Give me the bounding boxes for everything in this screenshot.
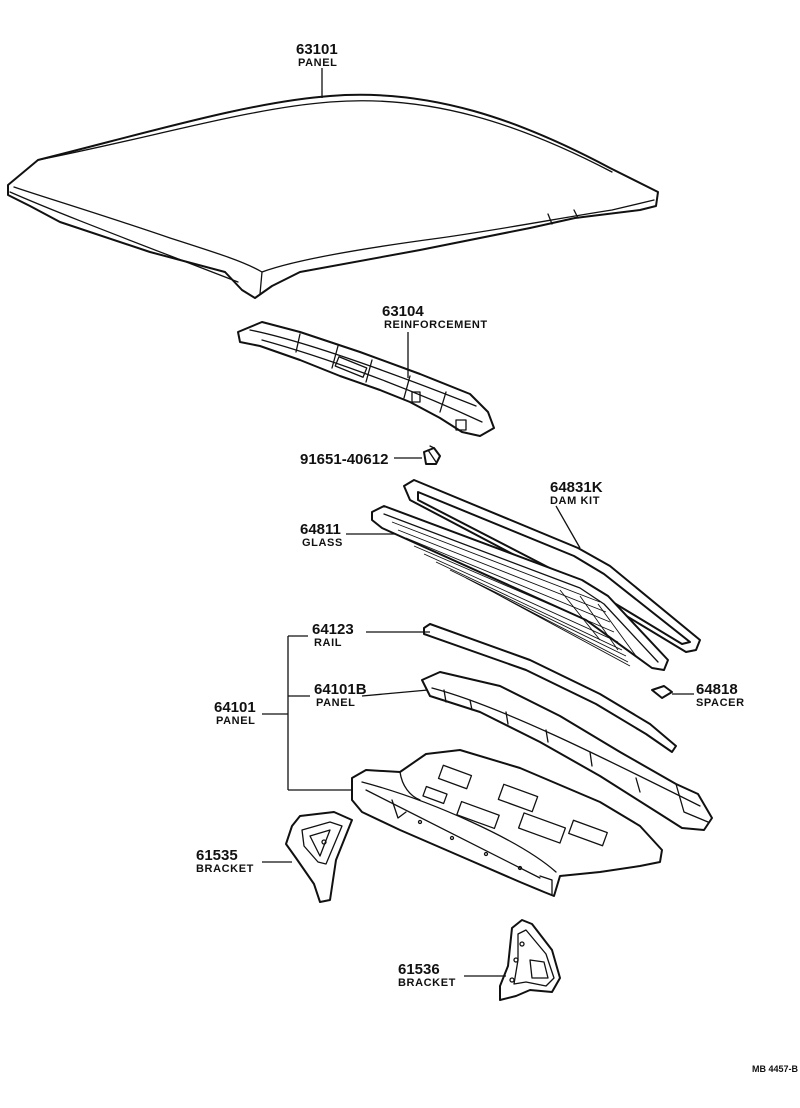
rail-part[interactable] [423, 623, 677, 753]
part-name-back-panel: PANEL [216, 715, 255, 727]
clip-part[interactable] [423, 445, 441, 465]
part-name-bracket-right: BRACKET [398, 977, 456, 989]
callout-upper-panel: 64101B PANEL [314, 681, 367, 709]
part-number-61535: 61535 [196, 847, 238, 864]
callout-rail: 64123 RAIL [312, 621, 354, 649]
callout-reinforcement: 63104 REINFORCEMENT [382, 303, 488, 331]
part-name-rail: RAIL [314, 637, 342, 649]
callout-bracket-left: 61535 BRACKET [196, 847, 254, 875]
part-name-panel: PANEL [298, 57, 337, 69]
reinforcement-part[interactable] [237, 321, 495, 437]
callout-glass: 64811 GLASS [300, 521, 343, 549]
part-number-64123: 64123 [312, 621, 354, 638]
spacer-part[interactable] [651, 685, 673, 699]
part-name-spacer: SPACER [696, 697, 745, 709]
callout-roof-panel: 63101 PANEL [296, 41, 338, 69]
leader-lines [262, 68, 694, 977]
part-number-91651-40612: 91651-40612 [300, 451, 388, 468]
part-number-61536: 61536 [398, 961, 440, 978]
glass-part[interactable] [371, 505, 669, 671]
part-number-64831k: 64831K [550, 479, 603, 496]
callout-back-panel: 64101 PANEL [214, 699, 256, 727]
part-name-dam-kit: DAM KIT [550, 495, 600, 507]
part-number-64101: 64101 [214, 699, 256, 716]
bracket-left-part[interactable] [285, 811, 353, 903]
roof-panel-part[interactable] [7, 93, 659, 299]
part-number-63104: 63104 [382, 303, 424, 320]
part-name-glass: GLASS [302, 537, 343, 549]
dam-kit-part[interactable] [403, 479, 701, 653]
drawing-reference: MB 4457-B [752, 1064, 799, 1074]
callout-dam-kit: 64831K DAM KIT [550, 479, 603, 507]
part-name-reinforcement: REINFORCEMENT [384, 319, 488, 331]
callout-spacer: 64818 SPACER [696, 681, 745, 709]
bracket-right-part[interactable] [499, 919, 561, 1001]
part-name-upper-panel: PANEL [316, 697, 355, 709]
part-number-64101b: 64101B [314, 681, 367, 698]
callout-clip: 91651-40612 [300, 451, 388, 468]
back-panel-part[interactable] [351, 749, 663, 897]
part-number-64811: 64811 [300, 521, 341, 538]
part-number-64818: 64818 [696, 681, 738, 698]
part-number-63101: 63101 [296, 41, 338, 58]
upper-panel-part[interactable] [421, 671, 713, 831]
callout-bracket-right: 61536 BRACKET [398, 961, 456, 989]
part-name-bracket-left: BRACKET [196, 863, 254, 875]
